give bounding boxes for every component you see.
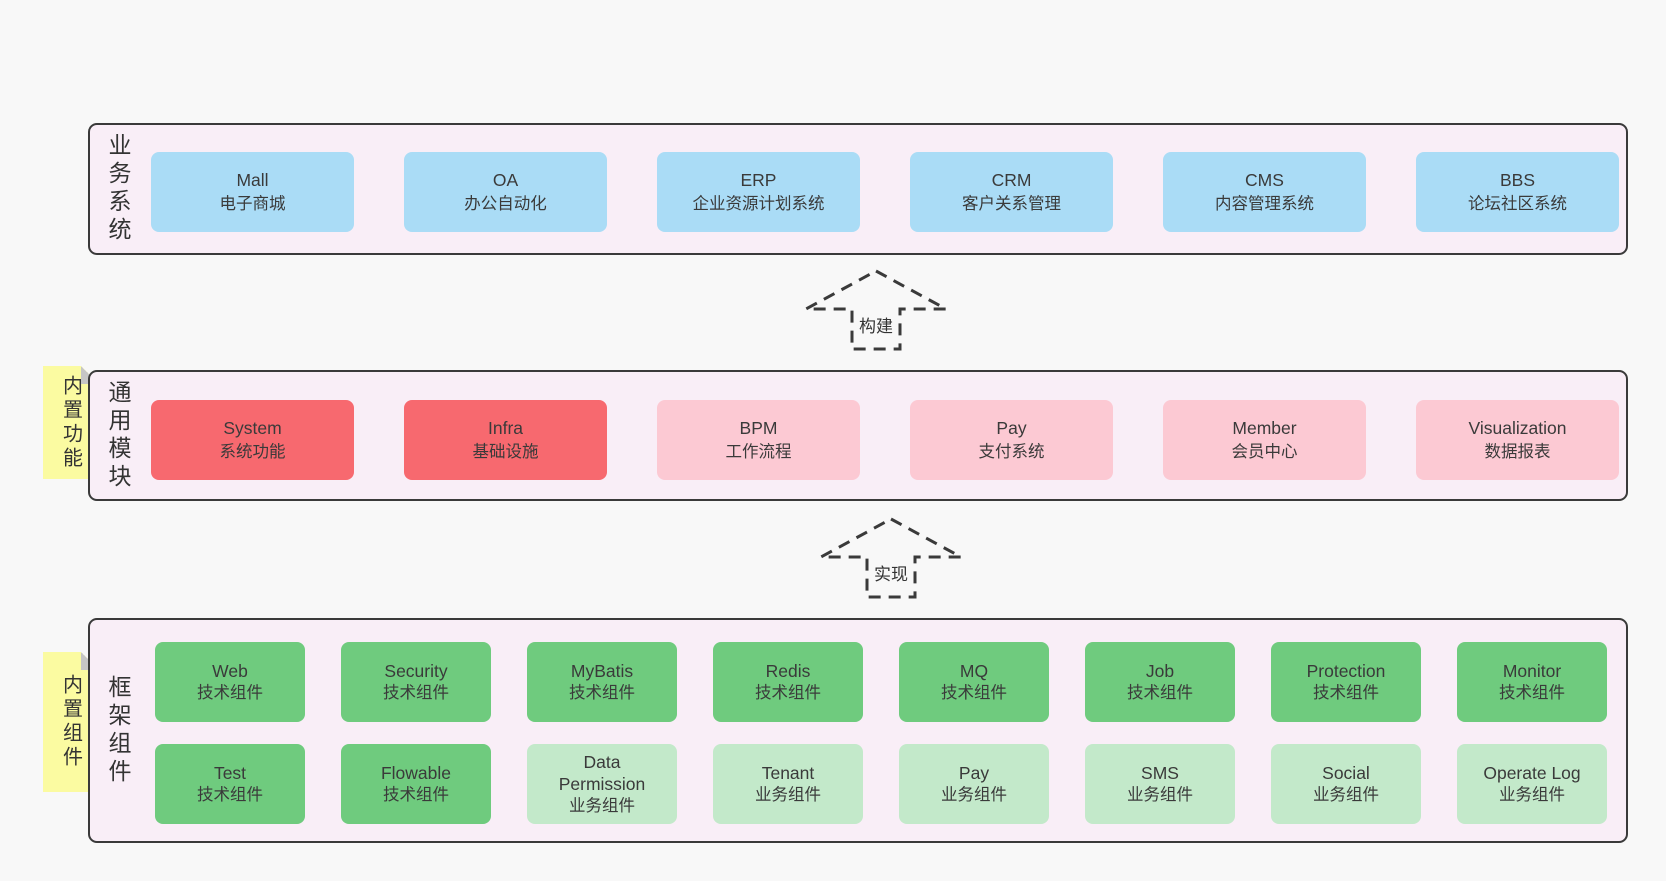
box-flowable: Flowable 技术组件	[341, 744, 491, 824]
box-title: System	[223, 418, 282, 438]
box-bbs: BBS 论坛社区系统	[1416, 152, 1619, 232]
box-subtitle: 技术组件	[383, 786, 449, 804]
box-mall: Mall 电子商城	[151, 152, 354, 232]
box-title: BBS	[1499, 170, 1536, 190]
box-title: Tenant	[761, 763, 815, 783]
box-subtitle: 基础设施	[472, 443, 539, 461]
arrow-label: 实现	[871, 560, 911, 585]
arrow-build: 构建	[803, 268, 949, 352]
box-title: CRM	[991, 170, 1032, 190]
box-title: Infra	[487, 418, 524, 438]
box-infra: Infra 基础设施	[404, 400, 607, 480]
block-arrow-up-icon	[805, 269, 947, 351]
box-title: Monitor	[1502, 661, 1562, 681]
box-title: Operate Log	[1483, 763, 1581, 783]
box-mybatis: MyBatis 技术组件	[527, 642, 677, 722]
arrow-implement: 实现	[818, 516, 964, 600]
box-title: Member	[1232, 418, 1297, 438]
box-data-permission: Data Permission 业务组件	[527, 744, 677, 824]
box-mq: MQ 技术组件	[899, 642, 1049, 722]
box-system: System 系统功能	[151, 400, 354, 480]
box-visualization: Visualization 数据报表	[1416, 400, 1619, 480]
box-title: Web	[212, 661, 248, 681]
band-label-business-systems: 业务系统	[105, 133, 131, 245]
box-pay-business: Pay 业务组件	[899, 744, 1049, 824]
box-subtitle: 内容管理系统	[1215, 195, 1314, 213]
box-title: Redis	[765, 661, 811, 681]
box-subtitle: 电子商城	[219, 195, 286, 213]
band-common-modules: 通用模块 System 系统功能 Infra 基础设施 BPM 工作流程 Pay…	[88, 370, 1628, 501]
box-tenant: Tenant 业务组件	[713, 744, 863, 824]
box-title: Mall	[236, 170, 269, 190]
box-title: Social	[1322, 763, 1370, 783]
box-subtitle: 技术组件	[197, 684, 263, 702]
box-subtitle: 数据报表	[1484, 443, 1551, 461]
box-subtitle: 技术组件	[941, 684, 1007, 702]
box-title: CMS	[1245, 170, 1284, 190]
box-subtitle: 会员中心	[1231, 443, 1298, 461]
box-title: Test	[213, 763, 247, 783]
sticky-note-label: 内置组件	[59, 674, 82, 770]
box-subtitle: 技术组件	[383, 684, 449, 702]
box-redis: Redis 技术组件	[713, 642, 863, 722]
box-title: Pay	[996, 418, 1027, 438]
box-sms: SMS 业务组件	[1085, 744, 1235, 824]
box-crm: CRM 客户关系管理	[910, 152, 1113, 232]
box-monitor: Monitor 技术组件	[1457, 642, 1607, 722]
box-subtitle: 工作流程	[725, 443, 792, 461]
box-title: Security	[384, 661, 448, 681]
box-web: Web 技术组件	[155, 642, 305, 722]
block-arrow-up-icon	[820, 517, 962, 599]
box-subtitle: 企业资源计划系统	[692, 195, 825, 213]
band-framework-components: 框架组件 Web 技术组件 Security 技术组件 MyBatis 技术组件…	[88, 618, 1628, 843]
band-label-common-modules: 通用模块	[105, 379, 131, 492]
box-subtitle: 系统功能	[219, 443, 286, 461]
box-title: Pay	[958, 763, 990, 783]
box-subtitle: 技术组件	[1499, 684, 1565, 702]
box-title: ERP	[740, 170, 777, 190]
box-operate-log: Operate Log 业务组件	[1457, 744, 1607, 824]
box-title: Protection	[1306, 661, 1386, 681]
box-title: OA	[492, 170, 519, 190]
box-subtitle: 支付系统	[978, 443, 1045, 461]
box-title: Flowable	[380, 763, 452, 783]
box-social: Social 业务组件	[1271, 744, 1421, 824]
box-title: SMS	[1141, 763, 1179, 783]
box-cms: CMS 内容管理系统	[1163, 152, 1366, 232]
box-subtitle: 业务组件	[1313, 786, 1379, 804]
box-subtitle: 业务组件	[1499, 786, 1565, 804]
box-bpm: BPM 工作流程	[657, 400, 860, 480]
box-subtitle: 业务组件	[755, 786, 821, 804]
box-subtitle: 业务组件	[569, 797, 635, 815]
box-protection: Protection 技术组件	[1271, 642, 1421, 722]
box-title: Job	[1145, 661, 1175, 681]
box-oa: OA 办公自动化	[404, 152, 607, 232]
box-job: Job 技术组件	[1085, 642, 1235, 722]
box-pay: Pay 支付系统	[910, 400, 1113, 480]
box-subtitle: 技术组件	[1313, 684, 1379, 702]
box-title: MQ	[959, 661, 989, 681]
box-subtitle: 论坛社区系统	[1468, 195, 1567, 213]
box-title: MyBatis	[570, 661, 634, 681]
box-subtitle: 技术组件	[755, 684, 821, 702]
box-subtitle: 技术组件	[1127, 684, 1193, 702]
box-member: Member 会员中心	[1163, 400, 1366, 480]
band-business-systems: 业务系统 Mall 电子商城 OA 办公自动化 ERP 企业资源计划系统 CRM…	[88, 123, 1628, 255]
box-subtitle: 业务组件	[941, 786, 1007, 804]
band-label-framework-components: 框架组件	[105, 674, 131, 787]
box-title: BPM	[739, 418, 778, 438]
box-erp: ERP 企业资源计划系统	[657, 152, 860, 232]
box-security: Security 技术组件	[341, 642, 491, 722]
box-test: Test 技术组件	[155, 744, 305, 824]
box-title: Data Permission	[558, 752, 646, 794]
box-title: Visualization	[1468, 418, 1567, 438]
box-subtitle: 办公自动化	[464, 195, 547, 213]
sticky-note-label: 内置功能	[59, 374, 82, 471]
arrow-label: 构建	[856, 312, 896, 337]
box-subtitle: 业务组件	[1127, 786, 1193, 804]
box-subtitle: 技术组件	[569, 684, 635, 702]
box-subtitle: 客户关系管理	[962, 195, 1061, 213]
box-subtitle: 技术组件	[197, 786, 263, 804]
